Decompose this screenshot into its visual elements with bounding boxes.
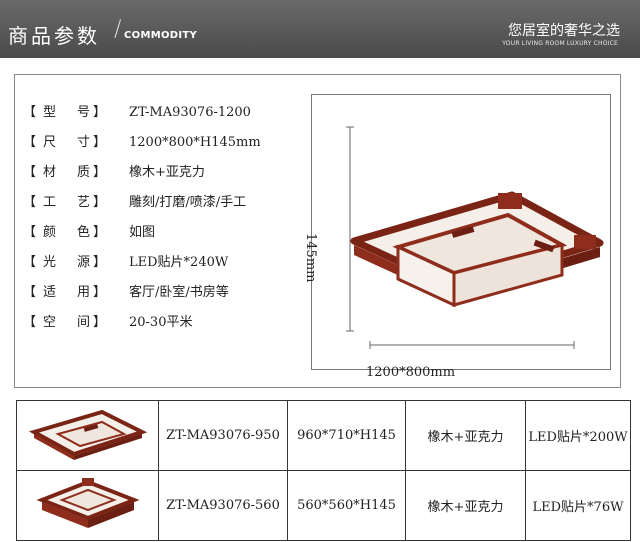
variant-model: ZT-MA93076-560 [158, 470, 288, 541]
variant-size: 560*560*H145 [287, 470, 406, 541]
spec-value: 20-30平米 [129, 315, 193, 330]
spec-key-char: 型 [43, 105, 57, 120]
spec-key-char: 用 [77, 285, 91, 300]
spec-value: LED贴片*240W [129, 255, 229, 270]
spec-bracket-close: 】 [93, 255, 107, 270]
spec-key-char: 号 [77, 105, 91, 120]
spec-key-char: 源 [77, 255, 91, 270]
variant-light: LED贴片*76W [525, 470, 631, 541]
spec-bracket-open: 【 [23, 135, 37, 150]
ceiling-lamp-illustration [350, 191, 604, 308]
page-subtitle: COMMODITY [124, 30, 198, 41]
spec-value: 如图 [129, 225, 156, 240]
spec-row: 【适 用】 客厅/卧室/书房等 [23, 283, 229, 303]
lamp-diagram [346, 126, 604, 349]
variant-model: ZT-MA93076-950 [158, 400, 288, 471]
variant-image [16, 400, 159, 471]
spec-bracket-open: 【 [23, 195, 37, 210]
spec-key-char: 艺 [77, 195, 91, 210]
variant-size: 960*710*H145 [287, 400, 406, 471]
spec-key-char: 色 [77, 225, 91, 240]
spec-value: 1200*800*H145mm [129, 135, 261, 150]
spec-bracket-close: 】 [93, 195, 107, 210]
spec-bracket-close: 】 [93, 285, 107, 300]
slogan-english: YOUR LIVING ROOM LUXURY CHOICE [502, 40, 618, 47]
height-dimension-label: 145mm [303, 233, 318, 283]
spec-bracket-close: 】 [93, 225, 107, 240]
spec-bracket-open: 【 [23, 285, 37, 300]
spec-row: 【尺 寸】 1200*800*H145mm [23, 133, 261, 153]
spec-key-char: 光 [43, 255, 57, 270]
spec-value: 橡木+亚克力 [129, 165, 205, 180]
width-dimension-label: 1200*800mm [366, 365, 456, 380]
spec-value: 雕刻/打磨/喷漆/手工 [129, 195, 247, 210]
spec-key-char: 间 [77, 315, 91, 330]
title-divider: / [114, 17, 122, 42]
slogan: 您居室的奢华之选 [508, 23, 620, 39]
spec-bracket-close: 】 [93, 165, 107, 180]
spec-row: 【材 质】 橡木+亚克力 [23, 163, 205, 183]
spec-row: 【颜 色】 如图 [23, 223, 155, 243]
spec-bracket-open: 【 [23, 105, 37, 120]
spec-row: 【工 艺】 雕刻/打磨/喷漆/手工 [23, 193, 246, 213]
variant-light: LED贴片*200W [525, 400, 631, 471]
spec-value: 客厅/卧室/书房等 [129, 285, 229, 300]
spec-key-char: 质 [77, 165, 91, 180]
spec-key-char: 工 [43, 195, 57, 210]
dimension-diagram: 1200*800mm 145mm [303, 94, 611, 380]
spec-key-char: 材 [43, 165, 57, 180]
spec-bracket-close: 】 [93, 315, 107, 330]
variant-material: 橡木+亚克力 [405, 470, 526, 541]
spec-bracket-open: 【 [23, 165, 37, 180]
spec-panel: 【型号】ZT-MA93076-1200【尺寸】1200*800*H145mm【材… [14, 74, 621, 388]
spec-row: 【空 间】 20-30平米 [23, 313, 192, 333]
spec-bracket-open: 【 [23, 255, 37, 270]
spec-bracket-open: 【 [23, 315, 37, 330]
page-title: 商品参数 [8, 24, 100, 48]
spec-row: 【型 号】 ZT-MA93076-1200 [23, 103, 251, 123]
spec-key-char: 颜 [43, 225, 57, 240]
lamp-thumbnail [28, 409, 147, 460]
spec-bracket-close: 】 [93, 135, 107, 150]
spec-bracket-open: 【 [23, 225, 37, 240]
spec-key-char: 寸 [77, 135, 91, 150]
spec-key-char: 适 [43, 285, 57, 300]
spec-bracket-close: 】 [93, 105, 107, 120]
page-header: 商品参数 / COMMODITY 您居室的奢华之选 YOUR LIVING RO… [0, 0, 640, 58]
lamp-thumbnail [36, 477, 139, 528]
spec-key-char: 尺 [43, 135, 57, 150]
variant-image [16, 470, 159, 541]
spec-value: ZT-MA93076-1200 [129, 105, 251, 120]
variant-material: 橡木+亚克力 [405, 400, 526, 471]
spec-row: 【光 源】 LED贴片*240W [23, 253, 228, 273]
spec-key-char: 空 [43, 315, 57, 330]
